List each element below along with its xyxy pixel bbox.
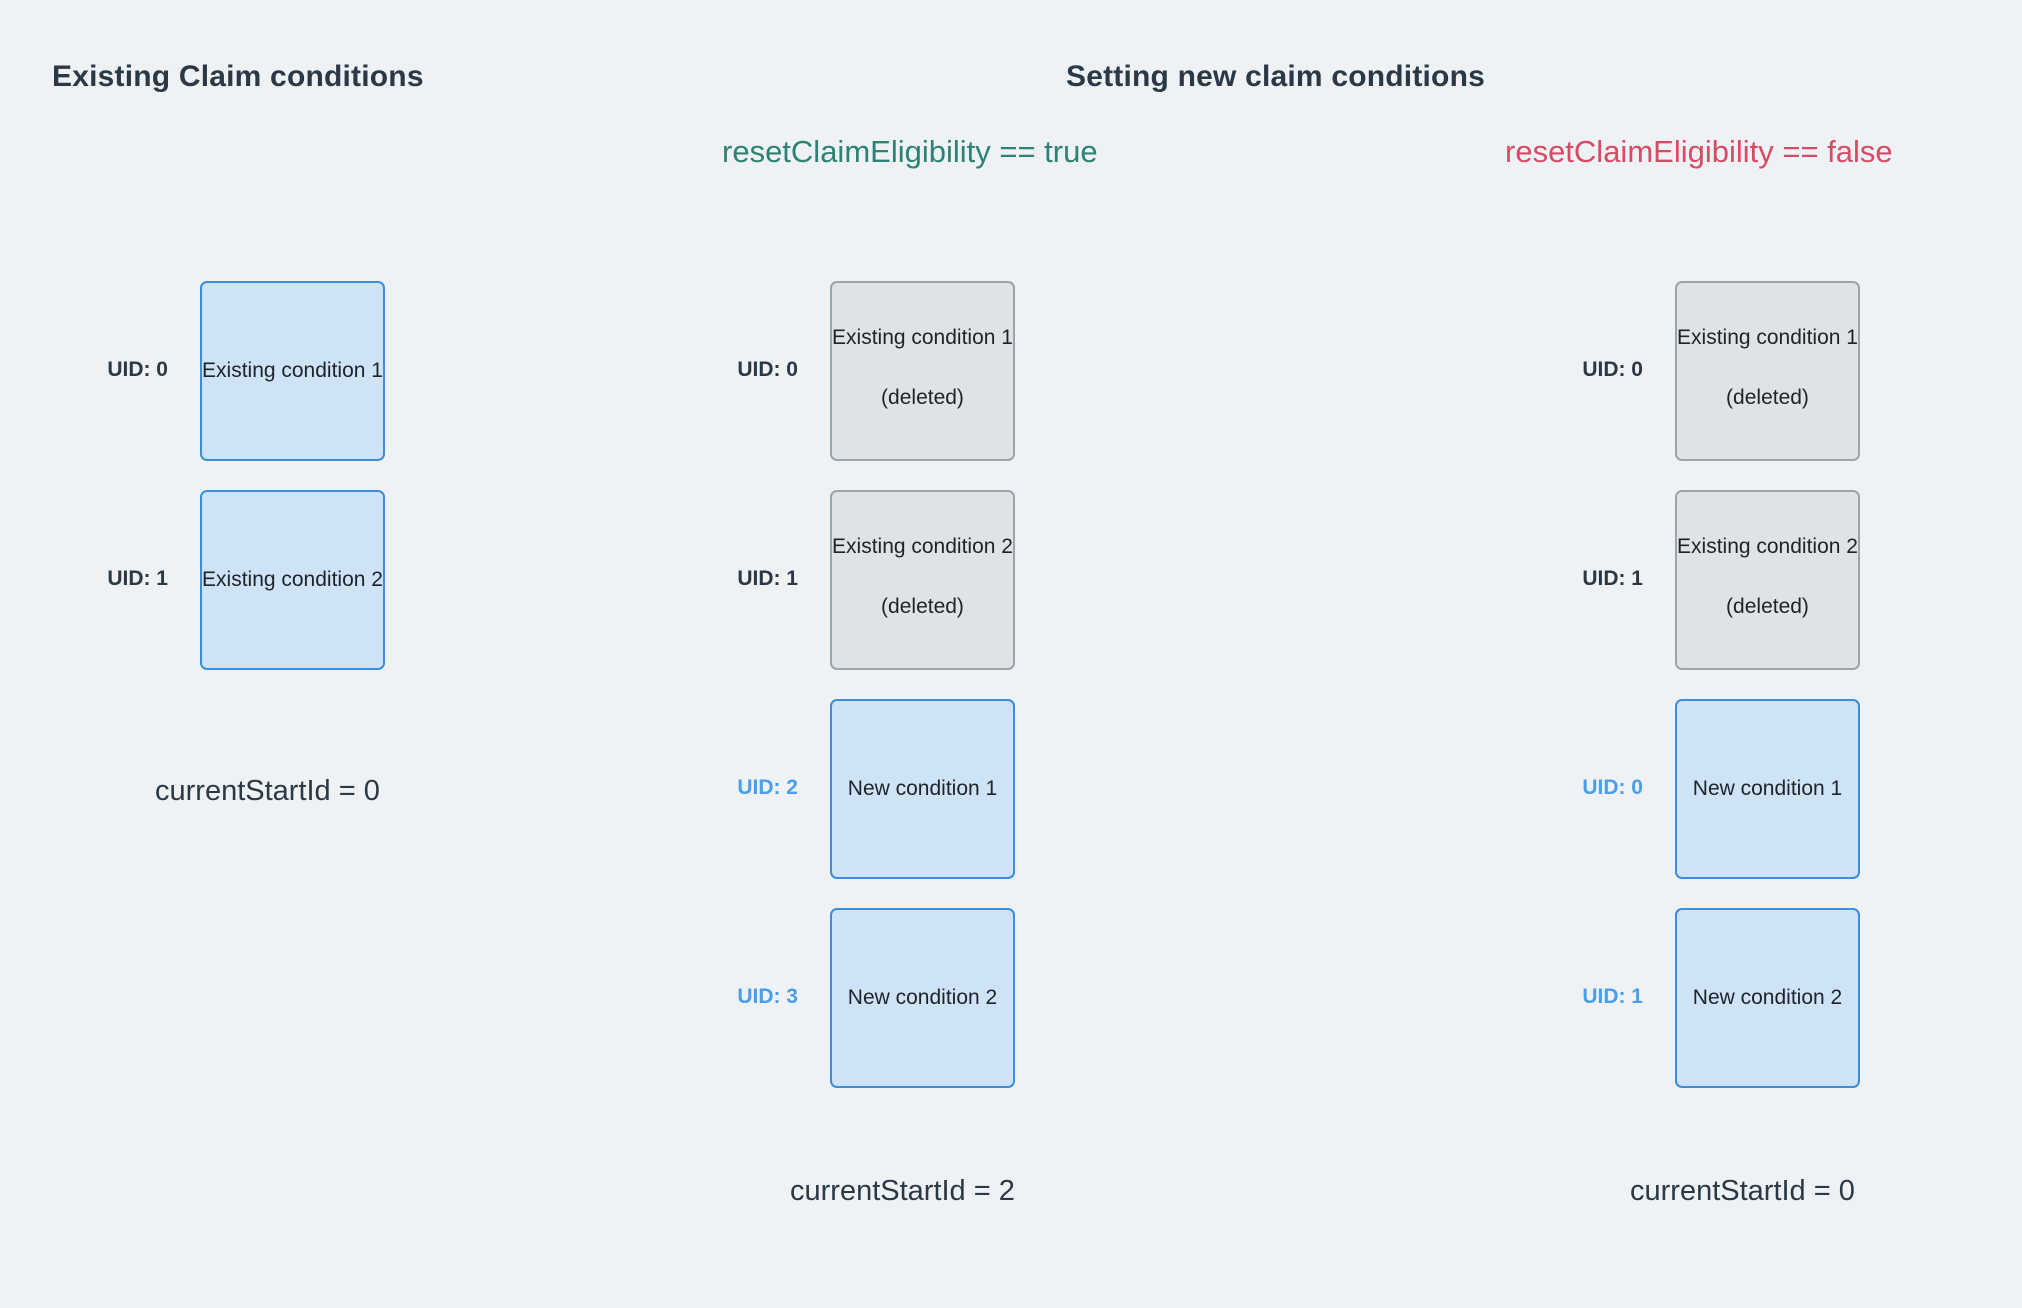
condition-box-deleted-marker: (deleted)	[881, 386, 964, 409]
uid-label-reset-true-0: UID: 0	[737, 358, 798, 381]
reset-eligibility-true-label: resetClaimEligibility == true	[722, 134, 1098, 169]
condition-box-reset-true-2[interactable]: New condition 1	[830, 699, 1015, 879]
uid-label-reset-false-1: UID: 1	[1582, 567, 1643, 590]
condition-box-title: Existing condition 2	[1677, 534, 1858, 558]
condition-box-reset-false-0[interactable]: Existing condition 1 (deleted)	[1675, 281, 1860, 461]
uid-label-existing-0: UID: 0	[107, 358, 168, 381]
condition-box-deleted-marker: (deleted)	[1726, 386, 1809, 409]
condition-box-title: New condition 1	[1692, 776, 1843, 800]
condition-box-title: New condition 2	[847, 985, 998, 1009]
condition-box-title: Existing condition 2	[202, 567, 383, 591]
existing-conditions-heading: Existing Claim conditions	[52, 60, 424, 93]
condition-box-title: New condition 1	[847, 776, 998, 800]
condition-box-reset-false-2[interactable]: New condition 1	[1675, 699, 1860, 879]
condition-box-existing-0[interactable]: Existing condition 1	[200, 281, 385, 461]
condition-box-title: Existing condition 1	[1677, 325, 1858, 349]
condition-box-reset-false-3[interactable]: New condition 2	[1675, 908, 1860, 1088]
condition-box-reset-false-1[interactable]: Existing condition 2 (deleted)	[1675, 490, 1860, 670]
uid-label-reset-true-2: UID: 2	[737, 776, 798, 799]
uid-label-reset-false-3: UID: 1	[1582, 985, 1643, 1008]
current-start-id-reset-true: currentStartId = 2	[790, 1175, 1015, 1207]
condition-box-deleted-marker: (deleted)	[1726, 595, 1809, 618]
current-start-id-existing: currentStartId = 0	[155, 775, 380, 807]
uid-label-reset-false-2: UID: 0	[1582, 776, 1643, 799]
condition-box-title: New condition 2	[1692, 985, 1843, 1009]
condition-box-reset-true-3[interactable]: New condition 2	[830, 908, 1015, 1088]
uid-label-reset-true-1: UID: 1	[737, 567, 798, 590]
reset-eligibility-false-label: resetClaimEligibility == false	[1505, 134, 1893, 169]
uid-label-reset-false-0: UID: 0	[1582, 358, 1643, 381]
condition-box-title: Existing condition 1	[202, 358, 383, 382]
new-conditions-heading: Setting new claim conditions	[1066, 60, 1485, 93]
current-start-id-reset-false: currentStartId = 0	[1630, 1175, 1855, 1207]
condition-box-reset-true-0[interactable]: Existing condition 1 (deleted)	[830, 281, 1015, 461]
condition-box-existing-1[interactable]: Existing condition 2	[200, 490, 385, 670]
condition-box-reset-true-1[interactable]: Existing condition 2 (deleted)	[830, 490, 1015, 670]
condition-box-title: Existing condition 2	[832, 534, 1013, 558]
condition-box-deleted-marker: (deleted)	[881, 595, 964, 618]
uid-label-reset-true-3: UID: 3	[737, 985, 798, 1008]
condition-box-title: Existing condition 1	[832, 325, 1013, 349]
uid-label-existing-1: UID: 1	[107, 567, 168, 590]
